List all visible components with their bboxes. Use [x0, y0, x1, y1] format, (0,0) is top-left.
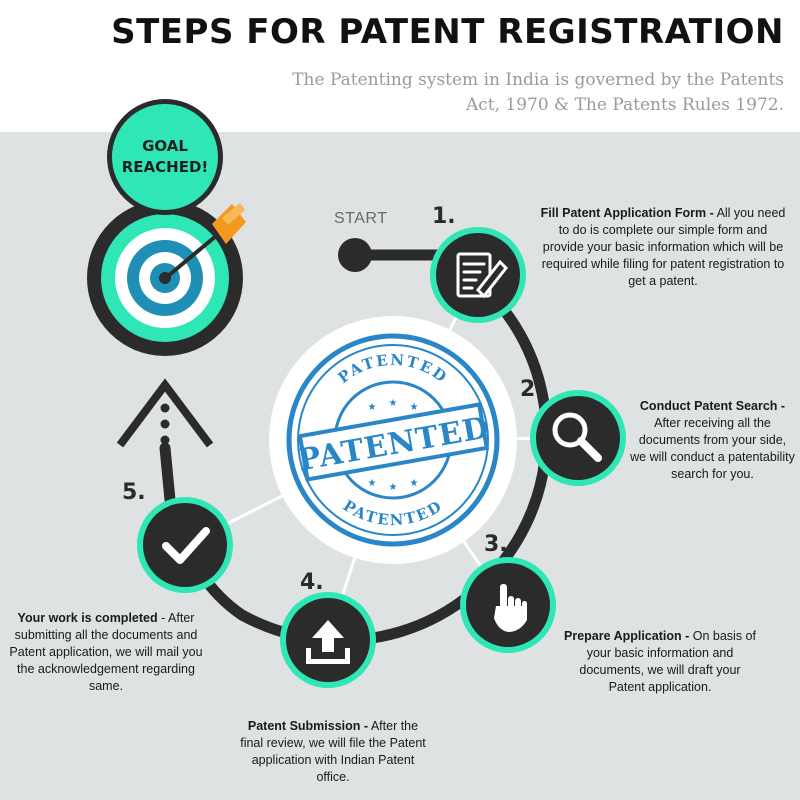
- step-4-number: 4.: [300, 570, 324, 595]
- step-3-title: Prepare Application -: [564, 629, 689, 643]
- step-1-description: Fill Patent Application Form - All you n…: [538, 205, 788, 290]
- goal-text: GOAL REACHED!: [112, 136, 218, 178]
- svg-text:★: ★: [389, 398, 398, 409]
- target-icon: [87, 200, 246, 356]
- step-4-description: Patent Submission - After the final revi…: [238, 718, 428, 786]
- step-5-title: Your work is completed: [18, 611, 158, 625]
- step-1-title: Fill Patent Application Form -: [541, 206, 714, 220]
- svg-text:★: ★: [368, 478, 377, 489]
- step-5-node: [137, 497, 233, 593]
- goal-line-2: REACHED!: [112, 157, 218, 178]
- svg-text:★: ★: [410, 478, 419, 489]
- goal-line-1: GOAL: [112, 136, 218, 157]
- step-2-text: After receiving all the documents from y…: [630, 416, 795, 481]
- step-1-number: 1.: [432, 204, 456, 229]
- step-3-node: [460, 557, 556, 653]
- patented-stamp: PATENTED PATENTED PATENTED ★★★ ★★★: [269, 316, 517, 564]
- up-arrow-icon: [120, 385, 210, 445]
- start-label: START: [334, 210, 387, 228]
- svg-text:★: ★: [368, 402, 377, 413]
- step-1-node: [430, 227, 526, 323]
- step-4-node: [280, 592, 376, 688]
- svg-text:★: ★: [410, 402, 419, 413]
- step-5-number: 5.: [122, 480, 146, 505]
- step-4-title: Patent Submission -: [248, 719, 368, 733]
- step-3-number: 3.: [484, 532, 508, 557]
- start-dot: [338, 238, 372, 272]
- step-2-title: Conduct Patent Search -: [640, 399, 785, 413]
- step-5-description: Your work is completed - After submittin…: [6, 610, 206, 695]
- step-2-node: [530, 390, 626, 486]
- step-2-description: Conduct Patent Search - After receiving …: [630, 398, 795, 483]
- step-2-number: 2.: [520, 377, 544, 402]
- svg-text:★: ★: [389, 482, 398, 493]
- step-3-description: Prepare Application - On basis of your b…: [560, 628, 760, 696]
